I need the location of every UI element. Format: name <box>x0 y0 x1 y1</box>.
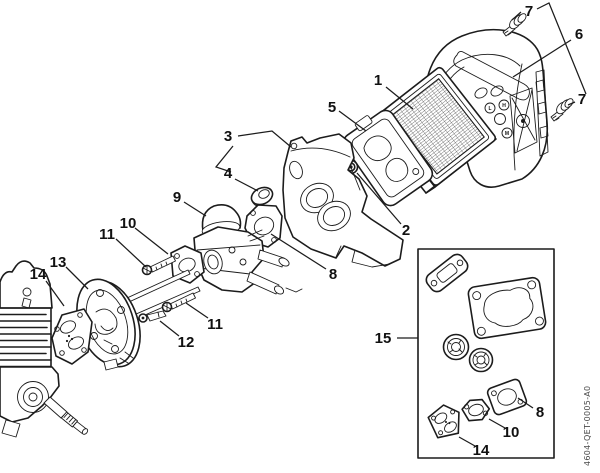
kit-gasket-14 <box>427 404 460 439</box>
grommet <box>250 186 274 207</box>
carb-access-holes: L H M <box>474 85 513 139</box>
mounting-bolt-left <box>141 255 176 276</box>
cover-screw-right <box>550 98 574 122</box>
choke-lever <box>138 310 167 323</box>
callout-7-right: 7 <box>578 91 586 108</box>
manifold-flange <box>76 278 141 371</box>
carburetor <box>193 204 303 295</box>
callout-15: 15 <box>375 330 392 347</box>
callout-labels: 1 2 3 4 5 6 7 7 8 9 10 11 11 12 13 14 15… <box>30 3 587 459</box>
callout-10-kit: 10 <box>503 424 520 441</box>
callout-6: 6 <box>575 26 583 43</box>
marking-L: L <box>488 106 491 112</box>
filter-backing-plate <box>342 109 434 207</box>
leader-lines <box>45 2 587 447</box>
marking-H: H <box>502 103 506 109</box>
gasket-14 <box>51 308 93 365</box>
engine-cylinder <box>0 260 89 438</box>
callout-13: 13 <box>50 254 67 271</box>
callout-11-left: 11 <box>99 226 115 243</box>
cooling-fins <box>0 307 52 368</box>
cover-edge-vents <box>535 69 549 157</box>
mounting-bolt-right <box>161 292 196 313</box>
callout-5: 5 <box>328 99 336 116</box>
callout-9: 9 <box>173 189 181 206</box>
cylinder-gasket <box>467 276 547 340</box>
crankshaft <box>43 396 89 435</box>
callout-10: 10 <box>120 215 137 232</box>
oil-seal-left <box>442 333 470 361</box>
callout-1: 1 <box>374 72 382 89</box>
callout-3: 3 <box>224 128 232 145</box>
callout-4: 4 <box>224 165 233 182</box>
filter-housing <box>282 133 404 268</box>
callout-14: 14 <box>30 266 47 283</box>
callout-8: 8 <box>329 266 337 283</box>
marking-M: M <box>505 131 509 137</box>
callout-14-kit: 14 <box>473 442 490 459</box>
callout-11-right: 11 <box>207 316 223 333</box>
kit-gasket-8 <box>486 378 528 416</box>
gasket-set-box <box>417 248 555 459</box>
drawing-number: 4604-QET-0005-A0 <box>583 386 592 466</box>
callout-2: 2 <box>402 222 410 239</box>
cover-vent-grille <box>509 87 538 154</box>
kit-gasket-10 <box>461 398 491 422</box>
oil-seal-right <box>468 347 494 373</box>
callout-7-top: 7 <box>525 3 533 20</box>
callout-8-kit: 8 <box>536 404 544 421</box>
cover-screw-top <box>502 13 527 37</box>
muffler-gasket <box>425 253 469 293</box>
callout-12: 12 <box>178 334 195 351</box>
